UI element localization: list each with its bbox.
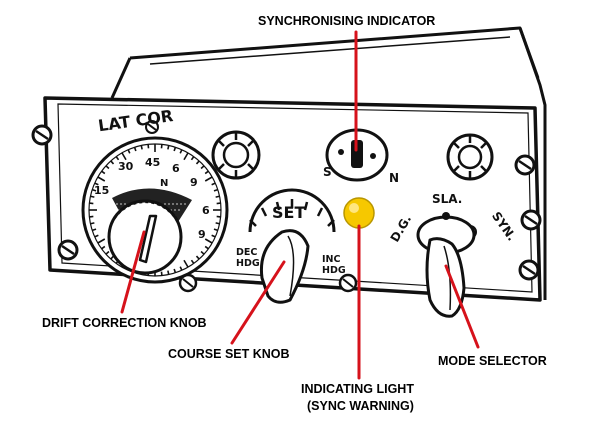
dial-tick (101, 170, 106, 175)
dial-tick (101, 245, 106, 250)
dial-tick (215, 195, 220, 198)
label-course-set-knob: COURSE SET KNOB (168, 347, 290, 361)
sync-n-marking: N (389, 171, 399, 185)
synchronising-indicator: S N (323, 128, 399, 185)
screw-bottom-left (57, 239, 79, 261)
dial-tick (167, 270, 170, 275)
dial-tick (195, 255, 200, 260)
dial-tick (204, 238, 213, 244)
dial-tick (105, 250, 110, 255)
dial-tick (211, 234, 216, 238)
set-marking: SET (272, 203, 305, 222)
dial-tick (90, 222, 95, 225)
dial-label-9: 9 (190, 176, 198, 189)
dial-label-45: 45 (145, 156, 160, 169)
dial-tick (179, 266, 183, 271)
dial-tick (94, 182, 99, 186)
dial-tick (90, 195, 95, 198)
dial-tick (204, 170, 209, 175)
dial-tick (213, 228, 219, 232)
dial-label-6b: 6 (202, 204, 210, 217)
label-indicating-light: INDICATING LIGHT (301, 382, 414, 396)
dial-tick (200, 250, 205, 255)
dial-tick (110, 160, 115, 165)
dial-tick (91, 228, 97, 232)
inc-marking: INC (322, 254, 340, 265)
callout-line-drift (120, 230, 146, 314)
inc-hdg-marking: HDG (322, 265, 346, 276)
screw-top-lat (145, 120, 159, 134)
right-vent (446, 133, 494, 181)
dial-tick (94, 234, 99, 238)
label-synchronising-indicator: SYNCHRONISING INDICATOR (258, 14, 435, 28)
label-drift-correction-knob: DRIFT CORRECTION KNOB (42, 316, 207, 330)
callout-line-course (230, 260, 286, 345)
dial-label-15: 15 (94, 184, 109, 197)
dial-tick (115, 156, 120, 161)
dial-tick (97, 238, 106, 244)
dial-tick (183, 152, 189, 161)
label-mode-selector: MODE SELECTOR (438, 354, 547, 368)
callout-lines (120, 30, 480, 380)
dial-tick (211, 182, 216, 186)
sync-needle (351, 140, 363, 168)
screw-right-mid (520, 209, 542, 231)
dial-tick (204, 245, 209, 250)
dial-tick (179, 149, 183, 154)
sync-s-marking: S (323, 165, 332, 179)
label-sync-warning: (SYNC WARNING) (307, 399, 414, 413)
dial-tick (105, 165, 110, 170)
screw-top-left (31, 124, 53, 146)
dial-tick (190, 156, 195, 161)
left-vent (211, 130, 261, 180)
dial-tick (213, 188, 219, 192)
dial-label-n: N (160, 178, 168, 189)
dial-label-6: 6 (172, 162, 180, 175)
dial-tick (173, 146, 177, 152)
mode-selector[interactable] (416, 212, 476, 318)
dial-tick (183, 259, 189, 268)
mode-sla-marking: SLA. (432, 192, 462, 206)
dial-tick (195, 160, 200, 165)
dial-label-30: 30 (118, 160, 134, 173)
callout-line-mode (444, 264, 480, 349)
dial-tick (200, 165, 205, 170)
dial-tick (91, 188, 97, 192)
indicating-light (343, 197, 375, 229)
panel-screws (31, 120, 542, 293)
dial-tick (140, 145, 143, 150)
dec-hdg-marking: HDG (236, 258, 260, 269)
screw-mid-center (338, 273, 358, 293)
course-set-knob[interactable] (248, 188, 336, 304)
dial-tick (173, 268, 177, 274)
drift-knob-pointer (138, 214, 158, 264)
dial-tick (133, 146, 137, 152)
dial-tick (121, 152, 127, 161)
dec-marking: DEC (236, 247, 257, 258)
drift-correction-knob[interactable] (107, 199, 183, 275)
screw-bottom-right (518, 259, 540, 281)
dial-tick (190, 259, 195, 264)
dial-tick (97, 176, 106, 182)
dial-tick (127, 149, 131, 154)
dial-tick (167, 145, 170, 150)
dial-tick (215, 222, 220, 225)
screw-top-right (514, 154, 536, 176)
dial-label-9b: 9 (198, 228, 206, 241)
dial-tick (204, 176, 213, 182)
